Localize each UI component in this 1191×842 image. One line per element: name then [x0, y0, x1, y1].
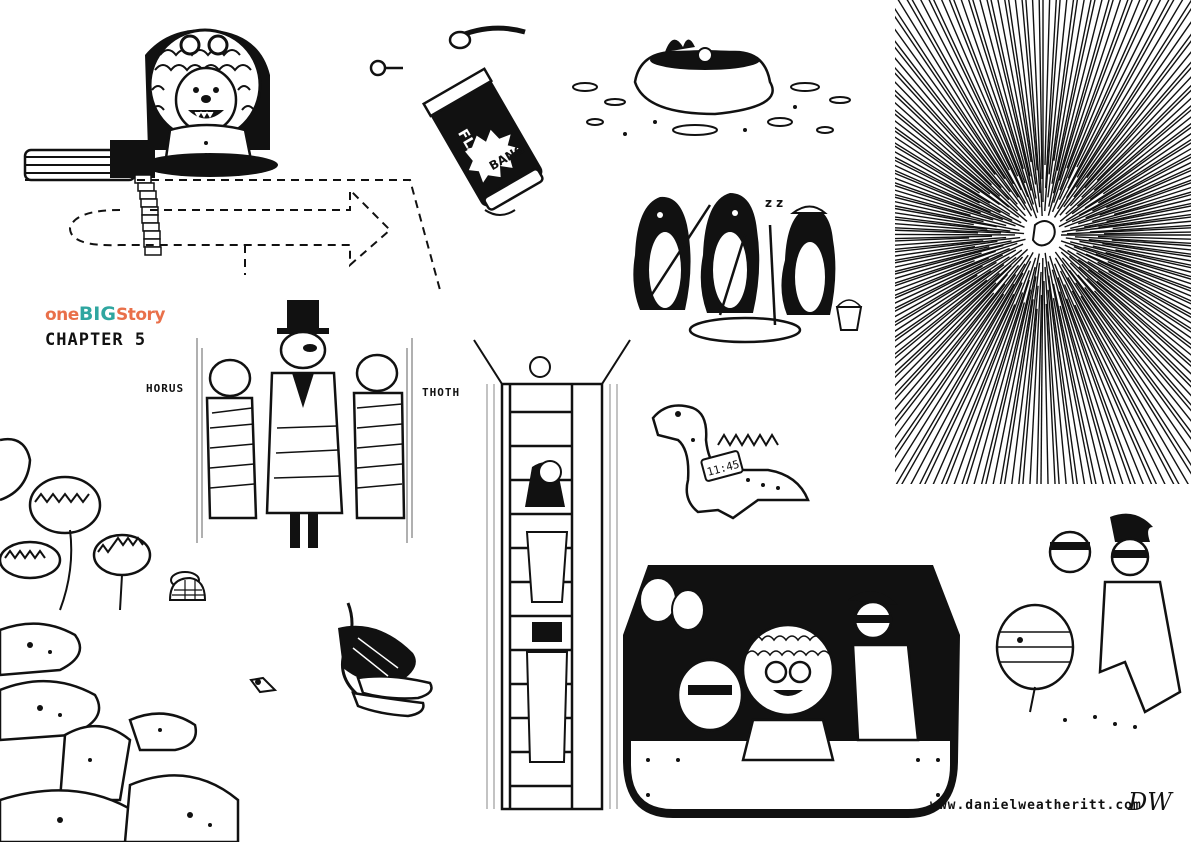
crater-illustration: [565, 22, 860, 142]
logo-one: one: [45, 305, 79, 325]
banana-bunch-icon: [338, 602, 433, 718]
penguins-icefishing-illustration: z z: [625, 185, 870, 350]
small-hut-icon: [160, 570, 210, 605]
website-url[interactable]: www.danielweatheritt.com: [930, 798, 1142, 813]
crater-icon: [572, 39, 851, 136]
logo-big: BIG: [78, 303, 116, 325]
explosion-burst-illustration: [895, 0, 1191, 484]
chapter-title: CHAPTER 5: [45, 330, 147, 350]
flashbang-grenade-illustration: FLASH BANG: [410, 20, 560, 220]
ladder-shaft-illustration: [472, 322, 632, 812]
small-bird-icon: [248, 672, 278, 696]
flashbang-grenade-icon: FLASH BANG: [421, 25, 544, 216]
mummies-illustration: [192, 298, 417, 558]
penguins-icefishing-icon: z z: [633, 193, 863, 344]
masked-adventurers-icon: [995, 513, 1182, 729]
mushroom-pods-illustration: [0, 600, 245, 842]
banana-bunch-illustration: [318, 598, 438, 718]
masked-adventurers-illustration: [985, 512, 1185, 732]
one-big-story-logo: oneBIGStory: [45, 303, 165, 325]
vehicle-cockpit-illustration: [618, 560, 963, 822]
dinosaur-clock-illustration: 11:45: [648, 400, 818, 530]
svg-text:z z: z z: [765, 196, 783, 210]
horus-label: HORUS: [146, 382, 185, 395]
artist-signature: DW: [1128, 788, 1172, 816]
explosion-burst-icon: [895, 0, 1191, 484]
mummies-icon: [196, 300, 413, 548]
dinosaur-clock-icon: 11:45: [651, 404, 810, 520]
vehicle-cockpit-icon: [623, 565, 960, 818]
thoth-label: THOTH: [422, 386, 461, 399]
mushroom-pods-icon: [0, 622, 240, 842]
scientist-gatling-gun-illustration: [20, 15, 450, 305]
goggles-scientist-icon: [23, 28, 441, 291]
pin-ring-icon: [368, 58, 408, 78]
logo-story: Story: [115, 305, 166, 325]
ladder-shaft-icon: [473, 339, 631, 811]
